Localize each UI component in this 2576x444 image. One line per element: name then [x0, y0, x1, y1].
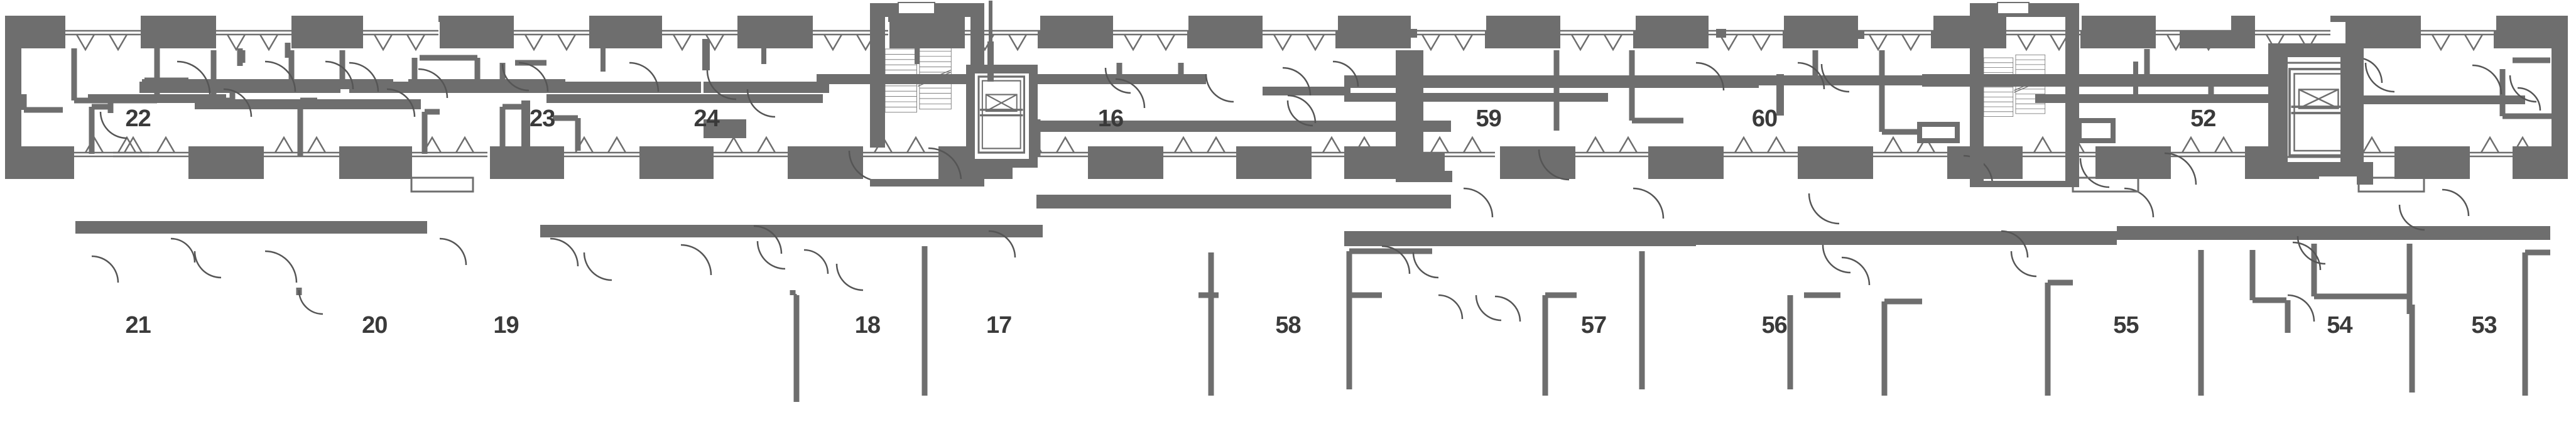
unit-label-59: 59	[1475, 105, 1501, 132]
unit-label-60: 60	[1751, 105, 1778, 132]
unit-label-53: 53	[2471, 312, 2497, 339]
unit-label-17: 17	[986, 312, 1012, 339]
unit-label-20: 20	[362, 312, 388, 339]
unit-label-57: 57	[1580, 312, 1607, 339]
stair-core-left	[870, 1, 1038, 187]
unit-label-58: 58	[1275, 312, 1301, 339]
door-swings	[91, 57, 2541, 322]
unit-label-23: 23	[529, 105, 555, 132]
unit-label-18: 18	[854, 312, 881, 339]
unit-label-54: 54	[2327, 312, 2352, 339]
unit-wall-jogs	[521, 39, 2373, 185]
corridor-thick-walls	[75, 74, 2550, 246]
unit-label-56: 56	[1761, 312, 1788, 339]
stair-core-right	[1917, 2, 2116, 187]
unit-label-55: 55	[2113, 312, 2139, 339]
unit-label-21: 21	[125, 312, 151, 339]
unit-label-16: 16	[1097, 105, 1124, 132]
unit-label-24: 24	[693, 105, 719, 132]
unit-label-19: 19	[493, 312, 519, 339]
unit-label-22: 22	[125, 105, 151, 132]
column-pilasters	[893, 16, 1864, 39]
unit-label-52: 52	[2190, 105, 2216, 132]
